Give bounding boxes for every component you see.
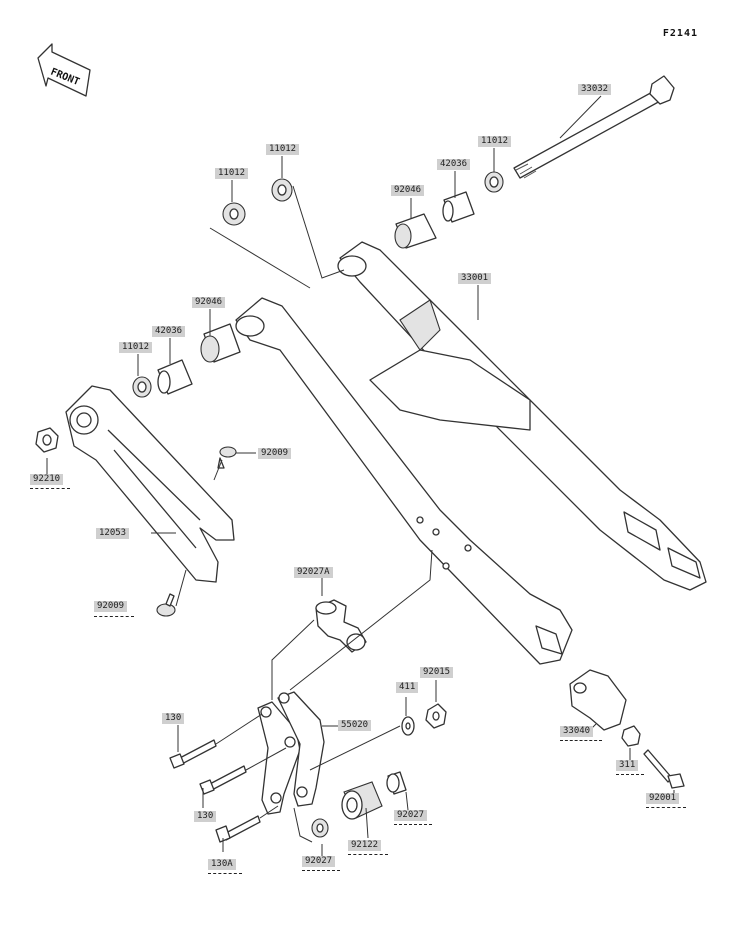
link-plates-55020 (257, 691, 325, 815)
bolt-130A (215, 815, 261, 843)
chain-guide-12053 (65, 385, 235, 583)
part-label-12053[interactable]: 12053 (96, 528, 130, 539)
pivot-shaft-33032 (513, 75, 675, 179)
part-label-92009[interactable]: 92009 (94, 601, 128, 612)
cap-92027A (315, 599, 367, 653)
bolt-130-upper (169, 739, 217, 769)
part-label-33001[interactable]: 33001 (458, 273, 492, 284)
nut-92210 (35, 427, 59, 453)
screw-92009-upper (213, 446, 237, 481)
part-label-92015[interactable]: 92015 (420, 667, 454, 678)
part-label-130[interactable]: 130 (194, 811, 217, 822)
chain-adjuster-33040 (569, 669, 627, 731)
part-label-11012[interactable]: 11012 (119, 342, 153, 353)
part-label-42036[interactable]: 42036 (437, 159, 471, 170)
label-underline (348, 854, 388, 855)
bolt-92001 (643, 749, 685, 789)
label-underline (616, 774, 644, 775)
label-underline (94, 616, 134, 617)
part-label-130[interactable]: 130 (162, 713, 185, 724)
part-label-92027[interactable]: 92027 (394, 810, 428, 821)
part-label-92001[interactable]: 92001 (646, 793, 680, 804)
collar-92027-lower (311, 818, 329, 838)
front-arrow-icon: FRONT (37, 43, 91, 97)
part-label-92122[interactable]: 92122 (348, 840, 382, 851)
bolt-130-middle (199, 765, 247, 795)
part-label-130A[interactable]: 130A (208, 859, 236, 870)
part-label-11012[interactable]: 11012 (478, 136, 512, 147)
swingarm-33001 (235, 241, 707, 665)
part-label-55020[interactable]: 55020 (338, 720, 372, 731)
label-underline (208, 873, 242, 874)
label-underline (394, 824, 432, 825)
part-label-33040[interactable]: 33040 (560, 726, 594, 737)
part-label-92027[interactable]: 92027 (302, 856, 336, 867)
washer-411 (401, 716, 415, 736)
part-label-33032[interactable]: 33032 (578, 84, 612, 95)
bushing-set-lower-left (132, 323, 241, 398)
part-label-92009[interactable]: 92009 (258, 448, 292, 459)
label-underline (560, 740, 602, 741)
bushing-set-right (394, 171, 504, 249)
bearing-92122 (341, 781, 383, 820)
part-label-92046[interactable]: 92046 (192, 297, 226, 308)
part-label-11012[interactable]: 11012 (215, 168, 249, 179)
part-label-92027A[interactable]: 92027A (294, 567, 333, 578)
part-label-411[interactable]: 411 (396, 682, 419, 693)
label-underline (646, 807, 686, 808)
label-underline (302, 870, 340, 871)
part-label-92210[interactable]: 92210 (30, 474, 64, 485)
screw-92009-lower (156, 593, 176, 617)
nut-311 (621, 725, 641, 747)
label-underline (30, 488, 70, 489)
part-label-92046[interactable]: 92046 (391, 185, 425, 196)
nut-92015 (425, 703, 447, 729)
part-label-311[interactable]: 311 (616, 760, 639, 771)
figure-code: F2141 (662, 28, 698, 39)
part-label-42036[interactable]: 42036 (152, 326, 186, 337)
collar-92027-right (386, 771, 407, 795)
part-label-11012[interactable]: 11012 (266, 144, 300, 155)
leader-lines (46, 95, 675, 856)
bushing-set-upper-left (222, 178, 293, 226)
